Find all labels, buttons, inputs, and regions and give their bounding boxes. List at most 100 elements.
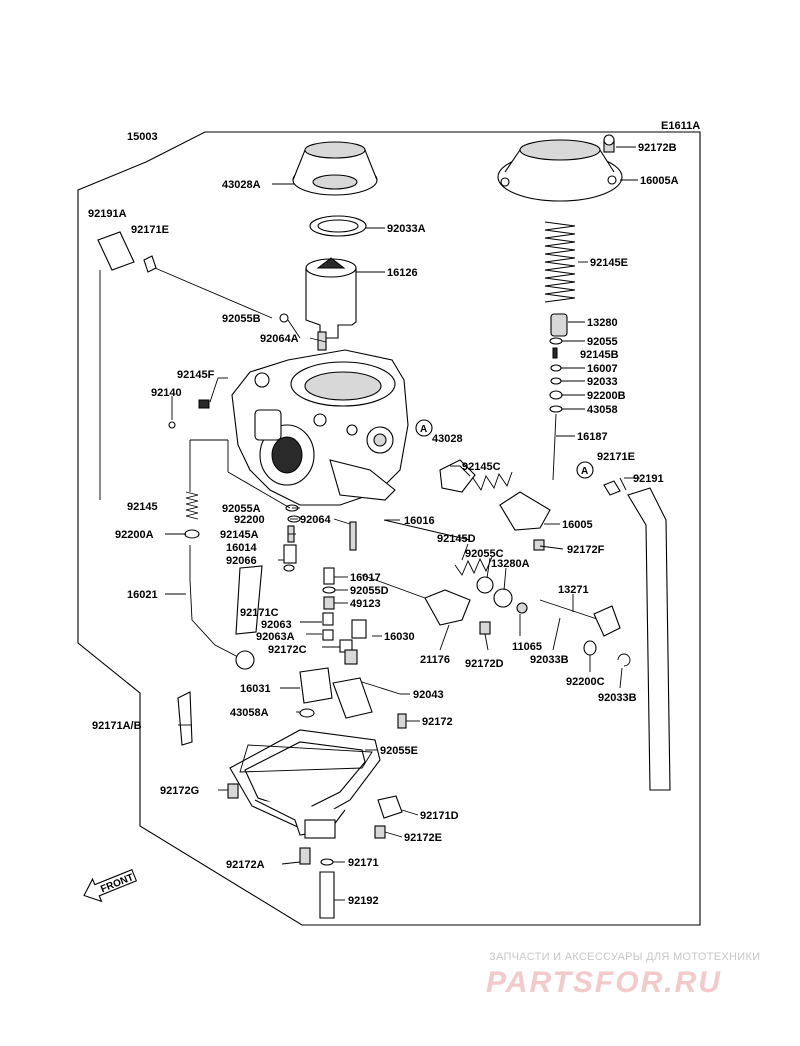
- label-92033B-right: 92033B: [598, 692, 637, 704]
- callout-a-icon-right: [576, 461, 594, 479]
- jet-92063: [322, 612, 334, 626]
- label-13271: 13271: [558, 584, 589, 596]
- label-16005: 16005: [562, 519, 593, 531]
- label-92145B: 92145B: [580, 349, 619, 361]
- washer-92055B: [279, 313, 289, 323]
- ring-11065: [516, 602, 528, 614]
- label-92171D: 92171D: [420, 810, 459, 822]
- label-92066: 92066: [226, 555, 257, 567]
- label-92055C: 92055C: [465, 548, 504, 560]
- clip-92171C: [235, 565, 263, 635]
- label-92172D: 92172D: [465, 658, 504, 670]
- label-92172F: 92172F: [567, 544, 605, 556]
- label-92055B: 92055B: [222, 313, 261, 325]
- needle-holder-13280: [550, 313, 568, 337]
- jet-16014: [283, 544, 297, 564]
- screw-92064: [349, 521, 357, 551]
- cable-16021: [189, 545, 241, 659]
- clip-92171E-right: [603, 480, 621, 496]
- screw-92172A: [299, 847, 311, 865]
- label-92140: 92140: [151, 387, 182, 399]
- label-16017: 16017: [350, 572, 381, 584]
- label-92191A: 92191A: [88, 208, 127, 220]
- callout-a-label: A: [420, 424, 427, 435]
- jet-16017: [323, 567, 335, 585]
- label-16187: 16187: [577, 431, 608, 443]
- plunger-13280A: [493, 588, 513, 608]
- pin-92043: [361, 681, 401, 695]
- spring-92145D: [454, 556, 493, 576]
- label-92145D: 92145D: [437, 533, 476, 545]
- callout-a-icon: [415, 419, 433, 437]
- throttle-lever: [593, 605, 621, 637]
- watermark-subtitle: ЗАПЧАСТИ И АКСЕССУАРЫ ДЛЯ МОТОТЕХНИКИ: [489, 951, 760, 963]
- label-92043: 92043: [413, 689, 444, 701]
- label-92191: 92191: [633, 473, 664, 485]
- label-92145E: 92145E: [590, 257, 628, 269]
- label-92200C: 92200C: [566, 676, 605, 688]
- jet-16030: [351, 619, 367, 639]
- label-92033: 92033: [587, 376, 618, 388]
- float-16031-right: [332, 677, 373, 719]
- washer-92055: [549, 337, 563, 345]
- washer-92200B: [549, 390, 563, 400]
- label-92063A: 92063A: [256, 631, 295, 643]
- lever-21176: [424, 589, 471, 626]
- label-92200B: 92200B: [587, 390, 626, 402]
- label-92192: 92192: [348, 895, 379, 907]
- jet-16030b: [344, 649, 358, 665]
- label-92171C: 92171C: [240, 607, 279, 619]
- watermark-logo: PARTSFOR.RU: [486, 966, 722, 999]
- label-92171: 92171: [348, 857, 379, 869]
- label-13280: 13280: [587, 317, 618, 329]
- label-92055A: 92055A: [222, 503, 261, 515]
- screw-92172F: [533, 539, 545, 551]
- screw-92172E: [374, 825, 386, 839]
- label-43028: 43028: [432, 433, 463, 445]
- o-ring-inner: [317, 219, 359, 233]
- label-16030: 16030: [384, 631, 415, 643]
- label-92055E: 92055E: [380, 745, 418, 757]
- cable-nut: [235, 650, 255, 670]
- label-16016: 16016: [404, 515, 435, 527]
- shaft-16016: [383, 519, 471, 541]
- label-92172C: 92172C: [268, 644, 307, 656]
- label-92172G: 92172G: [160, 785, 199, 797]
- assembly-frame: [77, 131, 701, 926]
- label-92172B: 92172B: [638, 142, 677, 154]
- clip-92171: [320, 858, 334, 866]
- label-92033B-left: 92033B: [530, 654, 569, 666]
- label-92064A: 92064A: [260, 333, 299, 345]
- ring-92066: [283, 564, 295, 572]
- label-16031: 16031: [240, 683, 271, 695]
- spring-92145B: [552, 347, 558, 359]
- screw-head-92172B: [603, 134, 615, 146]
- label-16126: 16126: [387, 267, 418, 279]
- label-16014: 16014: [226, 542, 257, 554]
- screw-92172D: [479, 621, 491, 635]
- washer-43058: [549, 405, 563, 413]
- screw-92172: [397, 713, 407, 729]
- label-92200: 92200: [234, 514, 265, 526]
- slide-16126: [305, 257, 357, 339]
- label-16021: 16021: [127, 589, 158, 601]
- clip-92171E-left: [143, 255, 157, 273]
- front-arrow-icon: FRONT: [83, 868, 138, 903]
- label-43058A: 43058A: [230, 707, 269, 719]
- label-92145A: 92145A: [220, 529, 259, 541]
- float-16031-left: [299, 667, 333, 704]
- gasket-43028: [439, 459, 476, 493]
- screw-92172G: [227, 783, 239, 799]
- label-92033A: 92033A: [387, 223, 426, 235]
- label-92145C: 92145C: [462, 461, 501, 473]
- jet-needle-16187: [552, 413, 557, 481]
- spring-92145E: [544, 221, 576, 303]
- label-92145: 92145: [127, 501, 158, 513]
- label-49123: 49123: [350, 598, 381, 610]
- hose-92191: [627, 487, 671, 791]
- leader-lines: [154, 146, 640, 901]
- spring-92145F: [198, 399, 210, 409]
- hose-92191A: [97, 231, 135, 271]
